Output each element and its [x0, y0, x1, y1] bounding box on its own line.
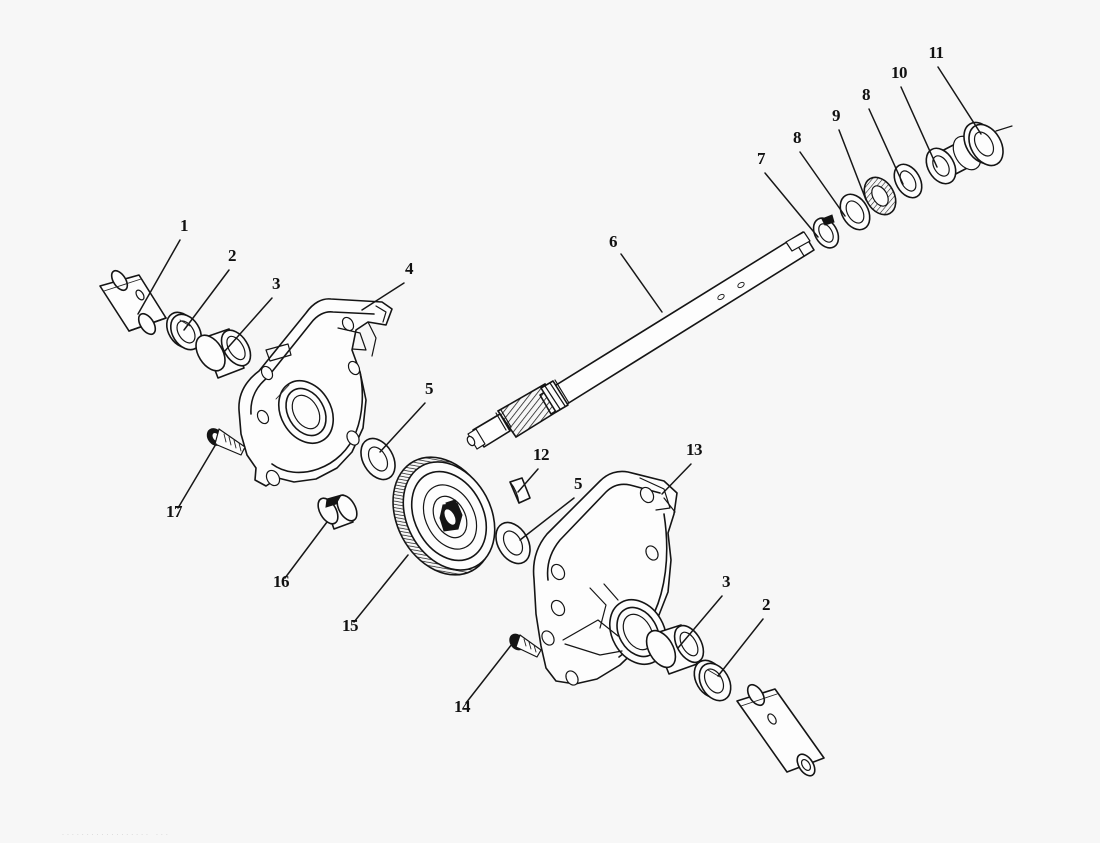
leader-line-13: [661, 463, 692, 495]
part-washer-right: [495, 521, 531, 565]
leader-line-1: [137, 239, 181, 315]
callout-9: 9: [832, 106, 867, 201]
leader-line-12: [517, 468, 539, 493]
leader-line-14: [465, 643, 513, 704]
callout-3: 3: [223, 274, 281, 353]
callout-3b: 3: [677, 572, 731, 649]
part-roller-pin-right: [736, 683, 825, 777]
bottom-watermark: .................. ...: [62, 830, 171, 837]
leader-line-16: [284, 521, 328, 579]
part-worm-shaft: [466, 231, 815, 450]
leader-line-10: [900, 86, 938, 168]
callout-2b: 2: [717, 595, 771, 677]
leader-line-11: [937, 66, 982, 135]
leader-line-6: [620, 253, 663, 313]
callout-2: 2: [183, 246, 237, 331]
part-snap-ring: [812, 214, 840, 249]
part-bolt-right: [509, 633, 542, 658]
part-thrust-washer: [863, 176, 897, 216]
part-oil-seal-right: [693, 659, 732, 702]
callout-number-3: 3: [272, 274, 280, 293]
callout-14: 14: [454, 643, 513, 716]
leader-line-3: [223, 297, 273, 353]
part-bearing-bushing-left: [195, 328, 252, 379]
callout-1: 1: [137, 216, 189, 315]
callout-12: 12: [517, 445, 550, 493]
callout-16: 16: [273, 521, 328, 591]
leader-line-9: [838, 129, 867, 201]
callout-number-2b: 2: [762, 595, 770, 614]
callout-number-10: 10: [891, 63, 907, 82]
callout-number-3b: 3: [722, 572, 730, 591]
leader-line-5b: [519, 497, 575, 541]
leader-line-4: [361, 282, 405, 311]
part-ball-bearing: [925, 135, 982, 185]
callout-number-11: 11: [928, 43, 943, 62]
part-housing-right: [532, 470, 678, 686]
leader-line-2b: [717, 618, 764, 677]
part-flat-washer-a: [839, 193, 871, 231]
part-bearing-collar: [963, 121, 1013, 167]
callout-number-7: 7: [757, 149, 766, 168]
callout-11: 11: [928, 43, 982, 135]
callout-number-5: 5: [425, 379, 433, 398]
callout-number-12: 12: [533, 445, 549, 464]
callout-8a: 8: [793, 128, 846, 217]
leader-line-15: [353, 554, 409, 623]
leader-line-5: [379, 402, 426, 453]
callout-7: 7: [757, 149, 819, 238]
part-flat-washer-b: [893, 163, 923, 199]
leader-line-2: [183, 269, 230, 331]
callout-number-9: 9: [832, 106, 840, 125]
leader-line-17: [177, 443, 217, 509]
callout-5b: 5: [519, 474, 583, 541]
callout-10: 10: [891, 63, 938, 168]
callout-number-13: 13: [686, 440, 702, 459]
callout-15: 15: [342, 554, 409, 635]
part-bolt-left: [206, 428, 246, 456]
callout-number-15: 15: [342, 616, 358, 635]
callout-number-2: 2: [228, 246, 236, 265]
part-oil-seal-left: [165, 311, 203, 351]
leader-line-3b: [677, 595, 723, 649]
callout-6: 6: [609, 232, 663, 313]
part-roller-pin-left: [99, 269, 167, 336]
leader-line-8b: [868, 108, 904, 185]
part-worm-gear: [392, 456, 496, 576]
callout-number-8b: 8: [862, 85, 870, 104]
callout-number-14: 14: [454, 697, 471, 716]
callout-number-16: 16: [273, 572, 289, 591]
callout-number-4: 4: [405, 259, 414, 278]
callout-5: 5: [379, 379, 434, 453]
callout-number-17: 17: [166, 502, 183, 521]
part-housing-left: [238, 298, 393, 487]
callout-number-8a: 8: [793, 128, 801, 147]
leader-line-7: [764, 172, 819, 238]
part-washer-left: [360, 437, 396, 481]
callout-4: 4: [361, 259, 415, 311]
callout-number-1: 1: [180, 216, 188, 235]
part-spacer-collar: [317, 494, 358, 530]
part-bearing-bushing-right: [645, 624, 705, 675]
callout-13: 13: [661, 440, 703, 495]
callout-17: 17: [166, 443, 217, 521]
callout-number-5b: 5: [574, 474, 582, 493]
leader-line-8a: [799, 151, 846, 217]
callout-8b: 8: [862, 85, 904, 185]
callout-number-6: 6: [609, 232, 617, 251]
